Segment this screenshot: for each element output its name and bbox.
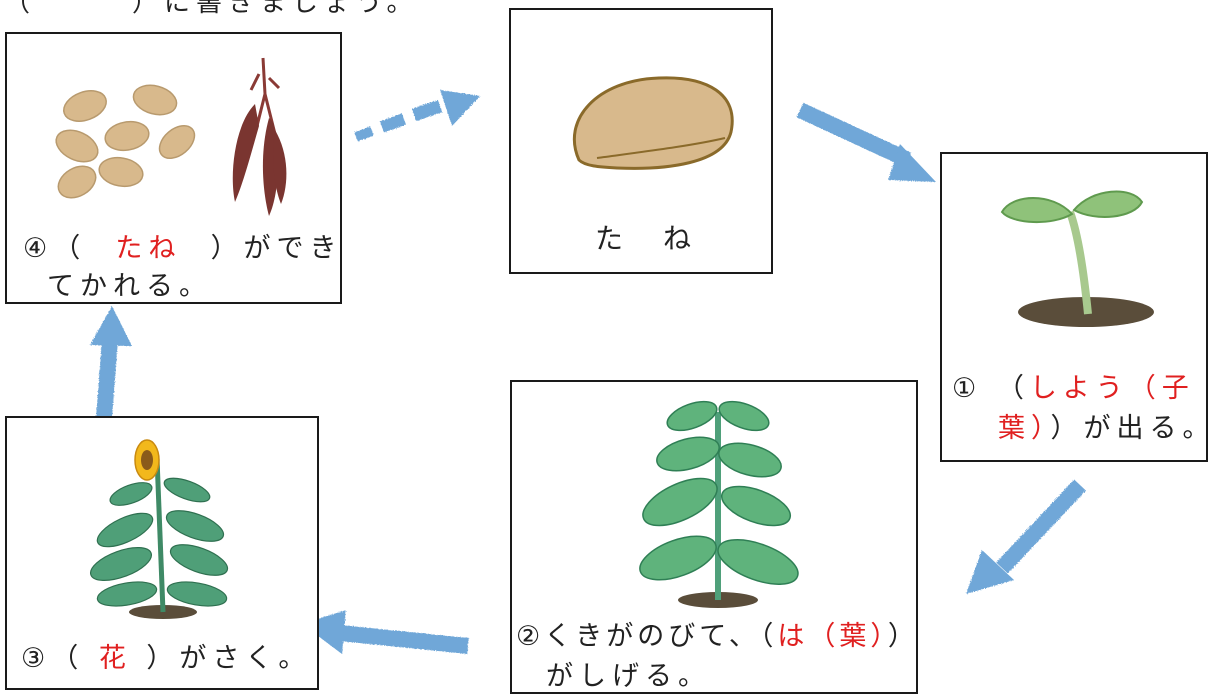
stage1-number: ① (952, 373, 983, 404)
stage3-open-paren: （ (51, 643, 85, 674)
stage2-caption: ②くきがのびて、（は（葉）） (516, 618, 919, 656)
card-stage3-flower: ③（ 花 ）がさく。 (5, 416, 319, 690)
sprout-illustration (1000, 190, 1154, 327)
stage2-close: ） (887, 621, 919, 652)
stage2-text: くきがのびて、（ (544, 621, 778, 652)
seed-illustration (572, 76, 734, 170)
stage4-line2: てかれる。 (47, 271, 212, 302)
sunflower-illustration (90, 439, 229, 619)
arrow-seed-to-sprout (796, 102, 936, 182)
stage2-line2: がしげる。 (546, 661, 711, 692)
stage3-caption: ③（ 花 ）がさく。 (21, 640, 311, 678)
stage4-caption: ④（ たね ）ができ (23, 230, 343, 268)
stage4-number: ④ (23, 233, 54, 264)
stage2-answer: は（葉） (777, 621, 888, 652)
dashed-arrow-to-seed (354, 90, 480, 142)
card-stage1-sprout: ① （しよう（子 葉））が出る。 (940, 152, 1211, 462)
stage4-answer: たね (115, 233, 182, 264)
card-stage2-growing: ②くきがのびて、（は（葉）） がしげる。 (510, 380, 918, 694)
stage1-answer-part1: しよう（子 (1029, 373, 1195, 404)
arrow-growing-to-flower (302, 610, 469, 654)
arrow-sprout-to-growing (966, 479, 1086, 594)
stage3-number: ③ (21, 643, 52, 674)
stage2-number: ② (516, 621, 545, 652)
stage3-close: ）がさく。 (146, 643, 312, 674)
stage4-open-paren: （ (53, 233, 87, 264)
card-stage4-seeds: ④（ たね ）ができ てかれる。 (5, 32, 342, 304)
stage1-open-paren: （ (996, 373, 1030, 404)
stage1-caption: ① （しよう（子 (952, 370, 1195, 408)
header-fragment: （ ）に書きましょう。 (4, 0, 419, 18)
stage1-line2: 葉））が出る。 (998, 410, 1211, 448)
stage3-answer: 花 (98, 643, 132, 674)
card-seed: た ね (509, 8, 773, 274)
growing-plant-illustration (639, 400, 799, 608)
stage1-close: ）が出る。 (1050, 413, 1211, 444)
seeds-withered-illustration (55, 57, 287, 216)
stage1-answer-part2: 葉） (998, 413, 1051, 444)
arrow-flower-to-seeds (90, 306, 132, 419)
seed-label: た ね (595, 222, 698, 255)
stage4-close: ）ができ (210, 233, 343, 264)
